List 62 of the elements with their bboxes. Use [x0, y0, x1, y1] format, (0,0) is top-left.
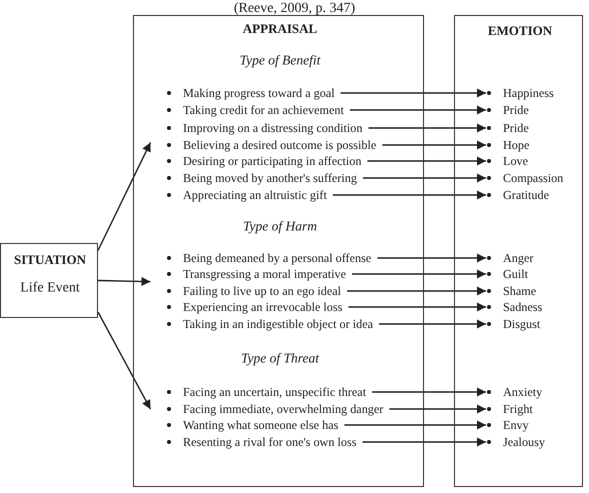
- appraisal-item: Transgressing a moral imperative: [183, 266, 346, 282]
- emotion-label: Sadness: [503, 300, 542, 314]
- caption: (Reeve, 2009, p. 347): [232, 1, 356, 16]
- category-panel: [133, 15, 424, 487]
- emotion-label: Jealousy: [503, 434, 545, 450]
- emotion-label: Anger: [503, 250, 534, 266]
- box-heading: APPRAISAL: [242, 22, 318, 36]
- emotion-label: Shame: [503, 284, 536, 298]
- section-heading: Type of Threat: [241, 352, 319, 366]
- arrow: [97, 142, 152, 251]
- emotion-label: Disgust: [503, 316, 540, 332]
- appraisal-item: Facing an uncertain, unspecific threat: [183, 384, 366, 400]
- emotion-label: Guilt: [503, 266, 528, 282]
- arrow: [367, 156, 486, 166]
- arrow: [362, 438, 486, 446]
- appraisal-item: Taking credit for an achievement: [183, 102, 344, 118]
- box-text: Life Event: [20, 280, 80, 296]
- arrow: [97, 312, 152, 410]
- appraisal-item: Improving on a distressing condition: [183, 120, 362, 136]
- arrow: [348, 302, 486, 312]
- appraisal-item: Making progress toward a goal: [183, 86, 335, 100]
- appraisal-item: Failing to live up to an ego ideal: [183, 284, 342, 298]
- arrow: [377, 254, 486, 262]
- arrow: [344, 420, 486, 430]
- emotion-label: Happiness: [503, 86, 554, 100]
- appraisal-item: Wanting what someone else has: [183, 418, 338, 432]
- arrow: [352, 270, 486, 278]
- arrow: [98, 276, 150, 286]
- section-heading: Type of Harm: [243, 220, 317, 234]
- situation-box: [0, 243, 98, 318]
- appraisal-item: Appreciating an altruistic gift: [183, 188, 327, 202]
- appraisal-item: Being moved by another's suffering: [183, 170, 357, 186]
- emotion-label: Love: [503, 154, 528, 168]
- appraisal-item: Believing a desired outcome is possible: [183, 138, 376, 152]
- arrow: [379, 320, 486, 328]
- emotion-label: Anxiety: [503, 384, 542, 400]
- appraisal-item: Facing immediate, overwhelming danger: [183, 402, 384, 416]
- arrow: [340, 88, 486, 98]
- appraisal-item: Being demeaned by a personal offense: [183, 250, 372, 266]
- emotion-label: Hope: [503, 138, 530, 152]
- box-heading: SITUATION: [14, 252, 86, 268]
- emotion-label: Compassion: [503, 170, 564, 186]
- arrow: [389, 404, 486, 414]
- appraisal-item: Taking in an indigestible object or idea: [183, 316, 374, 332]
- arrow: [368, 124, 486, 132]
- arrow: [332, 190, 486, 200]
- emotion-label: Pride: [503, 102, 529, 118]
- emotion-label: Gratitude: [503, 188, 550, 202]
- arrow: [382, 140, 486, 150]
- arrow: [362, 174, 486, 182]
- appraisal-item: Experiencing an irrevocable loss: [183, 300, 342, 314]
- arrow: [347, 286, 486, 296]
- arrow: [350, 106, 486, 114]
- emotion-label: Fright: [503, 402, 533, 416]
- emotion-label: Envy: [503, 418, 529, 432]
- box-heading: EMOTION: [488, 24, 552, 38]
- appraisal-item: Resenting a rival for one's own loss: [183, 434, 356, 450]
- appraisal-item: Desiring or participating in affection: [183, 154, 362, 168]
- emotion-label: Pride: [503, 120, 529, 136]
- arrow: [372, 388, 486, 396]
- category-panel: [454, 15, 583, 487]
- section-heading: Type of Benefit: [240, 54, 320, 68]
